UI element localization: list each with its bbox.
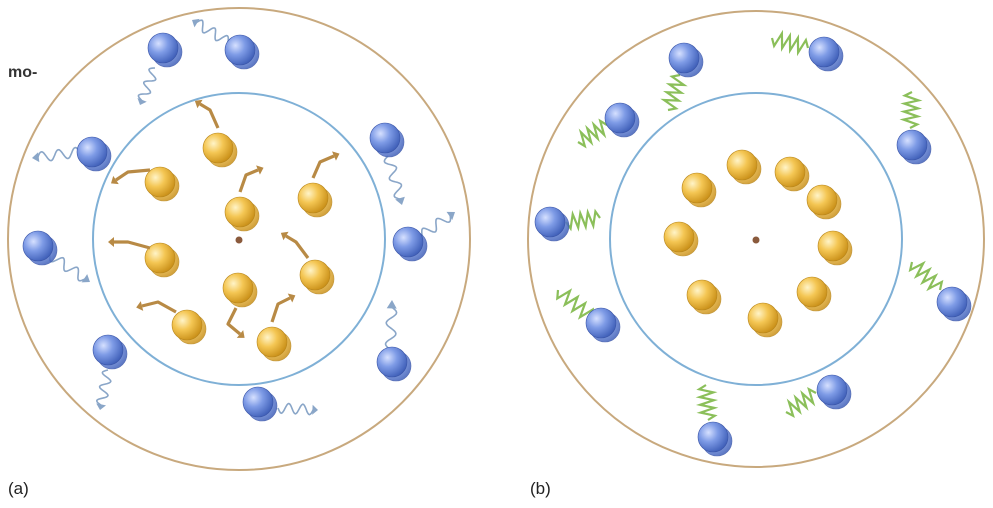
panel-label-a: (a) bbox=[8, 479, 29, 498]
panel-label-b: (b) bbox=[530, 479, 551, 498]
blue-sphere-icon bbox=[76, 136, 112, 172]
center-dot-a bbox=[235, 236, 243, 244]
wavy-arrow-icon bbox=[95, 369, 112, 406]
blue-sphere-icon bbox=[697, 421, 733, 457]
wavy-arrow-head-icon bbox=[137, 97, 147, 105]
wavy-arrow-icon bbox=[37, 146, 81, 162]
blue-sphere-icon bbox=[808, 36, 844, 72]
spring-icon bbox=[908, 260, 944, 292]
spring-icon bbox=[695, 384, 719, 421]
yellow-sphere-icon bbox=[222, 272, 258, 308]
blue-sphere-icon bbox=[896, 129, 932, 165]
yellow-sphere-icon bbox=[144, 166, 180, 202]
spring-icon bbox=[770, 29, 810, 57]
bent-arrow-head-icon bbox=[136, 301, 144, 311]
yellow-sphere-icon bbox=[681, 172, 717, 208]
bent-arrow-head-icon bbox=[108, 237, 114, 247]
bent-arrow-icon bbox=[226, 307, 242, 336]
yellow-sphere-icon bbox=[202, 132, 238, 168]
bent-arrow-icon bbox=[238, 168, 259, 193]
wavy-arrow-icon bbox=[277, 402, 314, 416]
yellow-sphere-icon bbox=[663, 221, 699, 257]
wavy-arrow-head-icon bbox=[96, 403, 107, 410]
spring-icon bbox=[899, 91, 923, 129]
spring-icon bbox=[660, 73, 688, 112]
wavy-arrow-icon bbox=[49, 254, 86, 282]
yellow-sphere-icon bbox=[171, 309, 207, 345]
bent-arrow-icon bbox=[285, 234, 310, 259]
blue-sphere-icon bbox=[369, 122, 405, 158]
bent-arrow-icon bbox=[199, 102, 220, 129]
inner-ring-a bbox=[92, 92, 386, 386]
yellow-sphere-icon bbox=[297, 182, 333, 218]
blue-sphere-icon bbox=[604, 102, 640, 138]
spring-icon bbox=[785, 386, 817, 419]
inner-ring-b bbox=[609, 92, 903, 386]
blue-sphere-icon bbox=[242, 386, 278, 422]
bent-arrow-icon bbox=[141, 300, 177, 314]
bent-arrow-head-icon bbox=[256, 165, 264, 175]
bent-arrow-head-icon bbox=[332, 151, 340, 161]
blue-sphere-icon bbox=[534, 206, 570, 242]
center-dot-b bbox=[752, 236, 760, 244]
blue-sphere-icon bbox=[816, 374, 852, 410]
bent-arrow-icon bbox=[311, 154, 335, 179]
bent-arrow-head-icon bbox=[236, 330, 245, 338]
yellow-sphere-icon bbox=[774, 156, 810, 192]
wavy-arrow-head-icon bbox=[192, 18, 200, 28]
bent-arrow-head-icon bbox=[111, 175, 119, 185]
yellow-sphere-icon bbox=[726, 149, 762, 185]
bent-arrow-icon bbox=[270, 296, 291, 323]
bent-arrow-head-icon bbox=[280, 231, 289, 241]
blue-sphere-icon bbox=[376, 346, 412, 382]
blue-sphere-icon bbox=[585, 307, 621, 343]
yellow-sphere-icon bbox=[224, 196, 260, 232]
yellow-sphere-icon bbox=[796, 276, 832, 312]
yellow-sphere-icon bbox=[144, 242, 180, 278]
spring-icon bbox=[556, 288, 594, 320]
wavy-arrow-head-icon bbox=[81, 274, 90, 283]
yellow-sphere-icon bbox=[256, 326, 292, 362]
spring-icon bbox=[565, 208, 601, 232]
wavy-arrow-icon bbox=[137, 67, 157, 102]
wavy-arrow-head-icon bbox=[32, 152, 40, 163]
yellow-sphere-icon bbox=[686, 279, 722, 315]
blue-sphere-icon bbox=[668, 42, 704, 78]
blue-sphere-icon bbox=[22, 230, 58, 266]
yellow-sphere-icon bbox=[299, 259, 335, 295]
blue-sphere-icon bbox=[224, 34, 260, 70]
cut-off-text: mo- bbox=[8, 64, 38, 81]
wavy-arrow-head-icon bbox=[446, 211, 455, 221]
blue-sphere-icon bbox=[936, 286, 972, 322]
yellow-sphere-icon bbox=[817, 230, 853, 266]
spring-icon bbox=[577, 118, 608, 149]
bent-arrow-icon bbox=[115, 168, 151, 182]
bent-arrow-head-icon bbox=[287, 293, 296, 303]
wavy-arrow-icon bbox=[195, 19, 230, 43]
bent-arrow-icon bbox=[114, 240, 151, 250]
blue-sphere-icon bbox=[147, 32, 183, 68]
blue-sphere-icon bbox=[392, 226, 428, 262]
wavy-arrow-head-icon bbox=[386, 300, 397, 309]
bent-arrow-head-icon bbox=[194, 99, 203, 109]
yellow-sphere-icon bbox=[806, 184, 842, 220]
outer-ring-b bbox=[527, 10, 985, 468]
yellow-sphere-icon bbox=[747, 302, 783, 338]
wavy-arrow-head-icon bbox=[312, 404, 318, 415]
wavy-arrow-head-icon bbox=[395, 196, 405, 205]
outer-ring-a bbox=[7, 7, 471, 471]
wavy-arrow-icon bbox=[383, 155, 403, 200]
blue-sphere-icon bbox=[92, 334, 128, 370]
